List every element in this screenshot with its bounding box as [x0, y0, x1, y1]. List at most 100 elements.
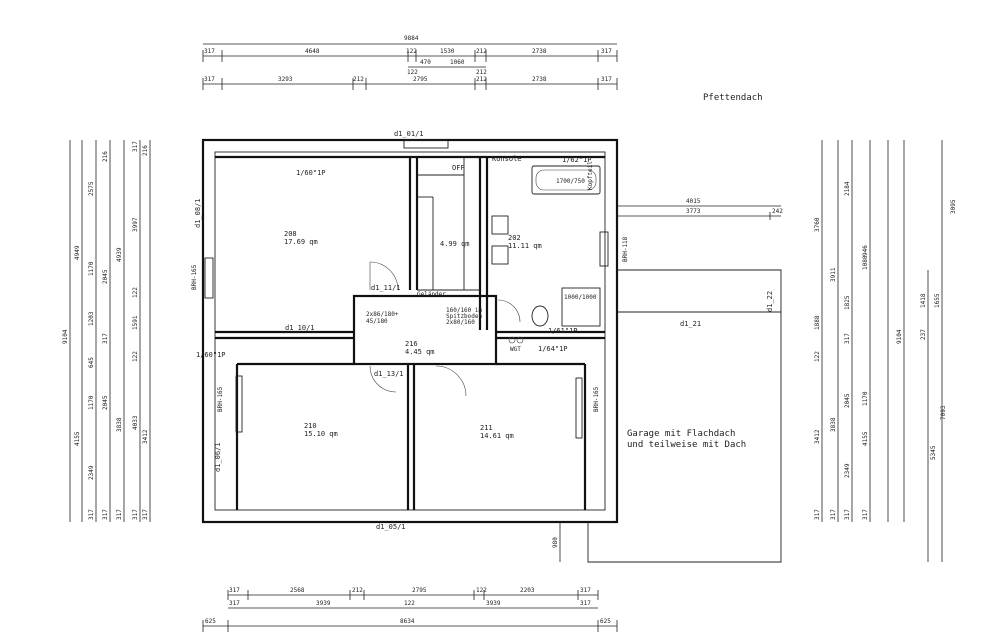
- left-dim-b1: 2575: [88, 181, 95, 196]
- right-dim-d1: 946: [862, 245, 869, 256]
- right-overall-dim: 9104: [896, 329, 903, 344]
- room-216-area: 4.45 qm: [405, 348, 435, 356]
- top-dimensions: 9884 317 4648 122 1530 212 2738 317 470 …: [202, 35, 618, 90]
- top-dim-7: 317: [601, 48, 612, 55]
- right-dim-c2: 1825: [844, 295, 851, 310]
- label-wgt: WGT: [510, 346, 521, 353]
- window-tag-216: 1/61"1P: [548, 327, 578, 335]
- right-dim-f4: 1655: [934, 293, 941, 308]
- wall-tag-top: d1_01/1: [394, 130, 424, 138]
- bottom-dim-14: 8634: [400, 618, 415, 625]
- room-208-area: 17.69 qm: [284, 238, 318, 246]
- right-dim-a5: 317: [814, 509, 821, 520]
- top-dim-16: 212: [476, 76, 487, 83]
- bottom-dim-2: 2568: [290, 587, 305, 594]
- loft-note-3: 2x80/160: [446, 319, 475, 326]
- left-dim-c2: 2045: [102, 269, 109, 284]
- garage-width-inner-dim: 3773: [686, 208, 701, 215]
- right-dim-b1: 3911: [830, 267, 837, 282]
- right-dim-c5: 2349: [844, 463, 851, 478]
- left-dim-a2: 4155: [74, 431, 81, 446]
- right-dim-a2: 1888: [814, 315, 821, 330]
- label-off: OFF: [452, 164, 465, 172]
- left-dimensions: [69, 140, 151, 522]
- room-208-number: 208: [284, 230, 297, 238]
- top-overall-dim: 9884: [404, 35, 419, 42]
- room-210-number: 210: [304, 422, 317, 430]
- top-dim-17: 2738: [532, 76, 547, 83]
- window-tag-202: 1/62"1P: [562, 156, 592, 164]
- left-dim-b6: 2349: [88, 465, 95, 480]
- left-dim-f2: 3412: [142, 429, 149, 444]
- top-dim-2: 4648: [305, 48, 320, 55]
- label-console: Konsole: [492, 155, 522, 163]
- right-dimensions: [821, 140, 943, 562]
- sill-tag-bath: BRH-118: [622, 236, 629, 262]
- garage-depth-dim: 980: [552, 537, 559, 548]
- wall-tag-garage-side: d1_22: [766, 291, 774, 312]
- bottom-dim-9: 3939: [316, 600, 331, 607]
- wall-tag-mid-hall: d1_10/1: [285, 324, 315, 332]
- bottom-dimensions: [202, 590, 618, 632]
- wall-tag-bottom: d1_05/1: [376, 523, 406, 531]
- loft-note-2: Spitzboden: [446, 313, 483, 320]
- sill-tag-right: BRH-165: [593, 386, 600, 412]
- left-dim-c1: 216: [102, 151, 109, 162]
- left-dim-d1: 4939: [116, 247, 123, 262]
- top-dim-10: 122: [407, 69, 418, 76]
- top-dim-18: 317: [601, 76, 612, 83]
- top-dim-4: 1530: [440, 48, 455, 55]
- left-dim-e4: 1591: [132, 315, 139, 330]
- right-dim-f6: 5345: [930, 445, 937, 460]
- left-dim-e1: 317: [132, 141, 139, 152]
- right-dim-d5: 317: [862, 509, 869, 520]
- bottom-dim-15: 625: [600, 618, 611, 625]
- right-dim-c3: 317: [844, 333, 851, 344]
- bottom-dim-7: 317: [580, 587, 591, 594]
- bottom-dim-3: 212: [352, 587, 363, 594]
- top-dim-15: 2795: [413, 76, 428, 83]
- bottom-dim-12: 317: [580, 600, 591, 607]
- top-dim-13: 3293: [278, 76, 293, 83]
- wall-tag-garage-wall: d1_21: [680, 320, 701, 328]
- left-dim-f1: 216: [142, 145, 149, 156]
- sill-tag-left: BRH-165: [191, 264, 198, 290]
- bottom-dim-5: 122: [476, 587, 487, 594]
- bottom-dim-4: 2795: [412, 587, 427, 594]
- stair-note-2: 45/180: [366, 318, 388, 325]
- wall-tag-left-upper: d1_08/1: [194, 198, 202, 228]
- room-211-number: 211: [480, 424, 493, 432]
- left-dim-b5: 1170: [88, 395, 95, 410]
- windows: [204, 139, 609, 439]
- garage: 4015 3773 242 980: [552, 198, 783, 563]
- right-dim-b3: 317: [830, 509, 837, 520]
- bathtub-size: 1700/750: [556, 178, 585, 185]
- label-railing: Geländer: [417, 291, 446, 298]
- garage-note-2: und teilweise mit Dach: [627, 440, 746, 450]
- room-211-area: 14.61 qm: [480, 432, 514, 440]
- building-walls: [201, 138, 619, 524]
- window-tag-211: 1/64"1P: [538, 345, 568, 353]
- bathroom-fixtures: 1700/750 Kopfteil 1000/1000: [491, 161, 601, 344]
- left-dim-d3: 317: [116, 509, 123, 520]
- sill-tag-mid: BRH-165: [217, 386, 224, 412]
- top-dim-5: 212: [476, 48, 487, 55]
- top-dim-14: 212: [353, 76, 364, 83]
- left-overall-dim: 9104: [62, 329, 69, 344]
- left-dim-b7: 317: [88, 509, 95, 520]
- bottom-dim-11: 3939: [486, 600, 501, 607]
- top-dim-11: 212: [476, 69, 487, 76]
- top-dim-8: 470: [420, 59, 431, 66]
- garage-offset-dim: 242: [772, 208, 783, 215]
- shower-size: 1000/1000: [564, 294, 597, 301]
- right-dim-a1: 3760: [814, 217, 821, 232]
- right-dim-a3: 122: [814, 351, 821, 362]
- right-dim-f5: 7093: [940, 405, 947, 420]
- left-dim-c5: 317: [102, 509, 109, 520]
- stair-area: 4.99 qm: [440, 240, 470, 248]
- right-dim-c4: 2045: [844, 393, 851, 408]
- room-202-number: 202: [508, 234, 521, 242]
- bottom-dim-13: 625: [205, 618, 216, 625]
- room-210-area: 15.10 qm: [304, 430, 338, 438]
